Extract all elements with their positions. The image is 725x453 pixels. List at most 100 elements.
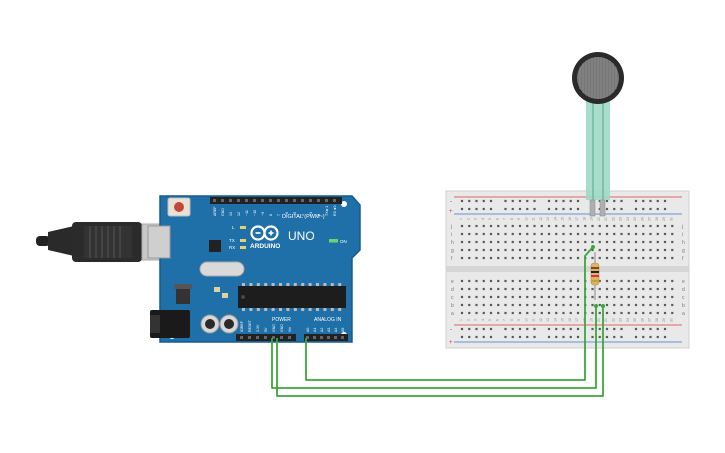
breadboard-hole[interactable]	[460, 279, 464, 283]
breadboard-hole[interactable]	[482, 295, 485, 299]
breadboard-hole[interactable]	[627, 240, 630, 244]
breadboard-hole[interactable]	[649, 224, 652, 228]
breadboard-hole[interactable]	[671, 311, 674, 315]
breadboard-hole[interactable]	[613, 327, 616, 331]
breadboard-hole[interactable]	[642, 232, 645, 236]
breadboard-hole[interactable]	[460, 248, 464, 252]
breadboard-hole[interactable]	[497, 279, 500, 283]
breadboard-hole[interactable]	[518, 256, 522, 260]
breadboard-hole[interactable]	[656, 224, 659, 228]
breadboard-hole[interactable]	[482, 256, 485, 260]
breadboard-hole[interactable]	[460, 311, 464, 315]
power-pin-hole[interactable]	[248, 336, 251, 339]
breadboard-hole[interactable]	[663, 287, 667, 291]
breadboard-hole[interactable]	[576, 327, 580, 331]
breadboard-hole[interactable]	[555, 232, 558, 236]
breadboard-hole[interactable]	[460, 335, 464, 339]
breadboard-hole[interactable]	[613, 279, 616, 283]
breadboard-hole[interactable]	[634, 248, 638, 252]
breadboard-hole[interactable]	[649, 248, 652, 252]
breadboard-hole[interactable]	[642, 207, 645, 211]
breadboard-hole[interactable]	[562, 287, 565, 291]
breadboard-hole[interactable]	[569, 295, 572, 299]
breadboard-hole[interactable]	[511, 295, 514, 299]
breadboard-hole[interactable]	[605, 207, 609, 211]
breadboard-hole[interactable]	[475, 256, 478, 260]
breadboard-hole[interactable]	[562, 295, 565, 299]
breadboard-hole[interactable]	[468, 248, 471, 252]
breadboard-hole[interactable]	[497, 224, 500, 228]
breadboard-hole[interactable]	[504, 256, 507, 260]
breadboard-hole[interactable]	[598, 303, 601, 307]
breadboard-hole[interactable]	[489, 335, 493, 339]
breadboard-hole[interactable]	[468, 199, 471, 203]
breadboard-hole[interactable]	[547, 279, 551, 283]
breadboard-hole[interactable]	[613, 224, 616, 228]
breadboard-hole[interactable]	[598, 224, 601, 228]
breadboard-hole[interactable]	[468, 232, 471, 236]
breadboard-hole[interactable]	[526, 287, 529, 291]
breadboard-hole[interactable]	[562, 327, 565, 331]
breadboard-hole[interactable]	[620, 232, 623, 236]
breadboard-hole[interactable]	[547, 311, 551, 315]
breadboard-hole[interactable]	[605, 335, 609, 339]
wire-a0-to-breadboard[interactable]	[305, 246, 594, 381]
breadboard-hole[interactable]	[533, 287, 536, 291]
breadboard-hole[interactable]	[663, 295, 667, 299]
breadboard-hole[interactable]	[569, 199, 572, 203]
breadboard-hole[interactable]	[497, 248, 500, 252]
breadboard-hole[interactable]	[468, 207, 471, 211]
breadboard-hole[interactable]	[627, 287, 630, 291]
breadboard-hole[interactable]	[562, 232, 565, 236]
breadboard-hole[interactable]	[642, 248, 645, 252]
breadboard-hole[interactable]	[634, 279, 638, 283]
breadboard-hole[interactable]	[656, 279, 659, 283]
breadboard-hole[interactable]	[613, 256, 616, 260]
breadboard-hole[interactable]	[482, 207, 485, 211]
breadboard-hole[interactable]	[634, 224, 638, 228]
digital-pin-hole[interactable]	[293, 199, 296, 202]
breadboard-hole[interactable]	[620, 224, 623, 228]
breadboard-hole[interactable]	[460, 256, 464, 260]
breadboard-hole[interactable]	[627, 279, 630, 283]
breadboard-hole[interactable]	[475, 240, 478, 244]
breadboard-hole[interactable]	[591, 240, 594, 244]
digital-pin-hole[interactable]	[309, 199, 312, 202]
breadboard-hole[interactable]	[475, 207, 478, 211]
breadboard-hole[interactable]	[518, 295, 522, 299]
breadboard-hole[interactable]	[605, 303, 609, 307]
breadboard-hole[interactable]	[489, 240, 493, 244]
breadboard-hole[interactable]	[526, 207, 529, 211]
breadboard-hole[interactable]	[576, 224, 580, 228]
breadboard-hole[interactable]	[656, 232, 659, 236]
breadboard-hole[interactable]	[598, 295, 601, 299]
breadboard-hole[interactable]	[642, 240, 645, 244]
breadboard-hole[interactable]	[584, 232, 587, 236]
breadboard-hole[interactable]	[533, 327, 536, 331]
breadboard-hole[interactable]	[663, 311, 667, 315]
digital-pin-hole[interactable]	[213, 199, 216, 202]
breadboard-hole[interactable]	[605, 224, 609, 228]
breadboard-hole[interactable]	[627, 232, 630, 236]
breadboard-hole[interactable]	[540, 248, 543, 252]
breadboard-hole[interactable]	[642, 287, 645, 291]
breadboard-hole[interactable]	[605, 232, 609, 236]
breadboard-hole[interactable]	[526, 335, 529, 339]
breadboard-hole[interactable]	[605, 311, 609, 315]
breadboard-hole[interactable]	[605, 240, 609, 244]
breadboard-hole[interactable]	[620, 287, 623, 291]
breadboard-hole[interactable]	[511, 279, 514, 283]
breadboard-hole[interactable]	[475, 335, 478, 339]
breadboard-hole[interactable]	[576, 287, 580, 291]
breadboard-hole[interactable]	[663, 335, 667, 339]
breadboard-hole[interactable]	[533, 232, 536, 236]
breadboard-hole[interactable]	[605, 295, 609, 299]
breadboard-hole[interactable]	[504, 207, 507, 211]
breadboard-hole[interactable]	[526, 303, 529, 307]
breadboard-hole[interactable]	[576, 248, 580, 252]
breadboard-hole[interactable]	[468, 295, 471, 299]
breadboard-hole[interactable]	[620, 311, 623, 315]
breadboard-hole[interactable]	[526, 232, 529, 236]
breadboard-hole[interactable]	[518, 240, 522, 244]
breadboard-hole[interactable]	[634, 199, 638, 203]
